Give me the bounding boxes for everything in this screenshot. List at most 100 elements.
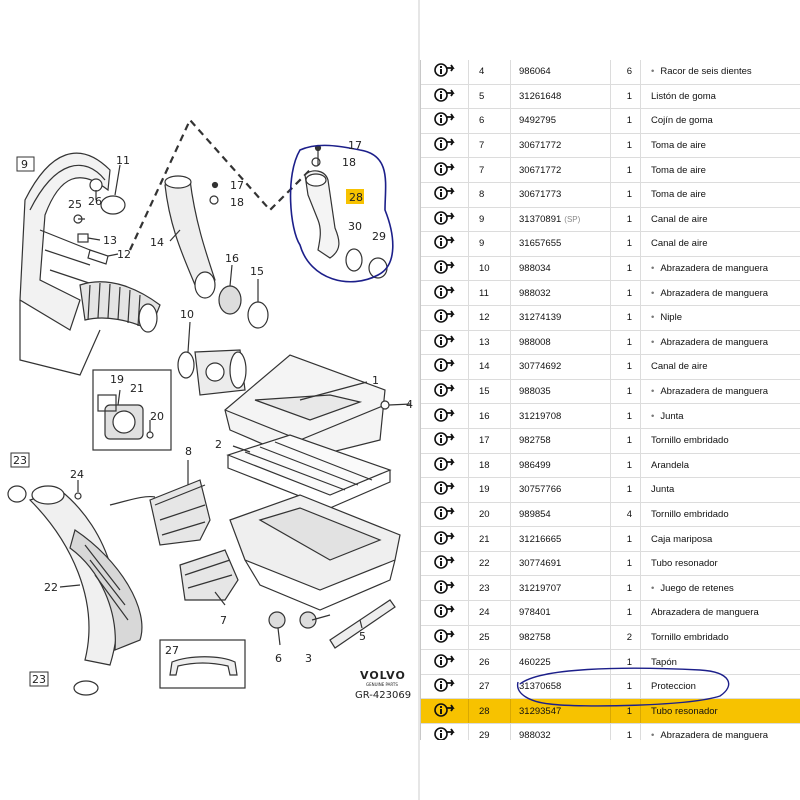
part-number-value[interactable]: 988008 <box>519 336 551 348</box>
callout-7[interactable]: 7 <box>220 614 227 627</box>
part-number-value[interactable]: 988034 <box>519 263 551 275</box>
part-12-nipple[interactable] <box>87 249 109 265</box>
callout-23-bottom[interactable]: 23 <box>32 673 46 686</box>
info-arrow-icon[interactable] <box>433 602 456 623</box>
info-arrow-icon[interactable] <box>433 61 456 82</box>
part-5-rubber-strip[interactable] <box>329 599 396 649</box>
part-19-gasket[interactable] <box>97 394 117 412</box>
info-arrow-icon[interactable] <box>433 455 456 476</box>
info-arrow-icon[interactable] <box>433 233 456 254</box>
part-number-value[interactable]: 988032 <box>519 287 551 299</box>
callout-19[interactable]: 19 <box>110 373 124 386</box>
part-number-value[interactable]: 986499 <box>519 459 551 471</box>
callout-28[interactable]: 28 <box>349 191 363 204</box>
part-number-value[interactable]: 989854 <box>519 508 551 520</box>
part-number-value[interactable]: 978401 <box>519 607 551 619</box>
part-15-hose-clamp[interactable] <box>247 301 269 329</box>
callout-15[interactable]: 15 <box>250 265 264 278</box>
part-23-seal-top[interactable] <box>7 485 27 503</box>
part-16-gasket[interactable] <box>194 271 216 299</box>
callout-16[interactable]: 16 <box>225 252 239 265</box>
part-number-value[interactable]: 9492795 <box>519 115 556 127</box>
part-number-value[interactable]: 30757766 <box>519 484 562 496</box>
part-number-value[interactable]: 31370658 <box>519 681 562 693</box>
callout-8[interactable]: 8 <box>185 445 192 458</box>
part-number-value[interactable]: 31219708 <box>519 410 562 422</box>
callout-13[interactable]: 13 <box>103 234 117 247</box>
part-6-rubber-cushion[interactable] <box>268 611 286 629</box>
info-arrow-icon[interactable] <box>433 529 456 550</box>
callout-29[interactable]: 29 <box>372 230 386 243</box>
callout-18-top[interactable]: 18 <box>342 156 356 169</box>
part-17-bolt[interactable] <box>211 181 219 189</box>
part-number-value[interactable]: 31370891 <box>519 213 562 225</box>
info-arrow-icon[interactable] <box>433 258 456 279</box>
callout-1[interactable]: 1 <box>372 374 379 387</box>
part-number-value[interactable]: 982758 <box>519 435 551 447</box>
part-21-throttle-body[interactable] <box>104 404 144 440</box>
info-arrow-icon[interactable] <box>433 406 456 427</box>
info-arrow-icon[interactable] <box>433 86 456 107</box>
part-16-seal[interactable] <box>218 285 242 315</box>
callout-12[interactable]: 12 <box>117 248 131 261</box>
callout-17-top[interactable]: 17 <box>348 139 362 152</box>
info-arrow-icon[interactable] <box>433 430 456 451</box>
info-arrow-icon[interactable] <box>433 701 456 722</box>
part-number-value[interactable]: 30671772 <box>519 164 562 176</box>
info-arrow-icon[interactable] <box>433 356 456 377</box>
callout-17-mid[interactable]: 17 <box>230 179 244 192</box>
callout-14[interactable]: 14 <box>150 236 164 249</box>
info-arrow-icon[interactable] <box>433 578 456 599</box>
info-arrow-icon[interactable] <box>433 135 456 156</box>
callout-21[interactable]: 21 <box>130 382 144 395</box>
part-26-cap[interactable] <box>89 178 103 192</box>
info-arrow-icon[interactable] <box>433 209 456 230</box>
info-arrow-icon[interactable] <box>433 676 456 697</box>
part-27-protection[interactable] <box>169 656 238 676</box>
part-number-value[interactable]: 30671772 <box>519 140 562 152</box>
callout-25[interactable]: 25 <box>68 198 82 211</box>
callout-24[interactable]: 24 <box>70 468 84 481</box>
part-number-value[interactable]: 988035 <box>519 386 551 398</box>
callout-10[interactable]: 10 <box>180 308 194 321</box>
part-number-value[interactable]: 30774692 <box>519 361 562 373</box>
callout-5[interactable]: 5 <box>359 630 366 643</box>
info-arrow-icon[interactable] <box>433 504 456 525</box>
part-24-clamp[interactable] <box>74 492 82 500</box>
info-arrow-icon[interactable] <box>433 652 456 673</box>
part-number-value[interactable]: 31219707 <box>519 582 562 594</box>
part-14-air-channel[interactable] <box>164 175 216 286</box>
part-number-value[interactable]: 31293547 <box>519 705 562 717</box>
part-22-resonator-tube[interactable] <box>28 485 143 666</box>
info-arrow-icon[interactable] <box>433 381 456 402</box>
part-11-hose-clamp[interactable] <box>100 195 126 215</box>
part-number-value[interactable]: 31216665 <box>519 533 562 545</box>
part-28-resonator-tube[interactable] <box>304 150 340 259</box>
callout-9[interactable]: 9 <box>21 158 28 171</box>
callout-6[interactable]: 6 <box>275 652 282 665</box>
info-arrow-icon[interactable] <box>433 479 456 500</box>
part-number-value[interactable]: 30671773 <box>519 189 562 201</box>
info-arrow-icon[interactable] <box>433 110 456 131</box>
callout-4[interactable]: 4 <box>406 398 413 411</box>
part-number-value[interactable]: 31261648 <box>519 90 562 102</box>
info-arrow-icon[interactable] <box>433 332 456 353</box>
